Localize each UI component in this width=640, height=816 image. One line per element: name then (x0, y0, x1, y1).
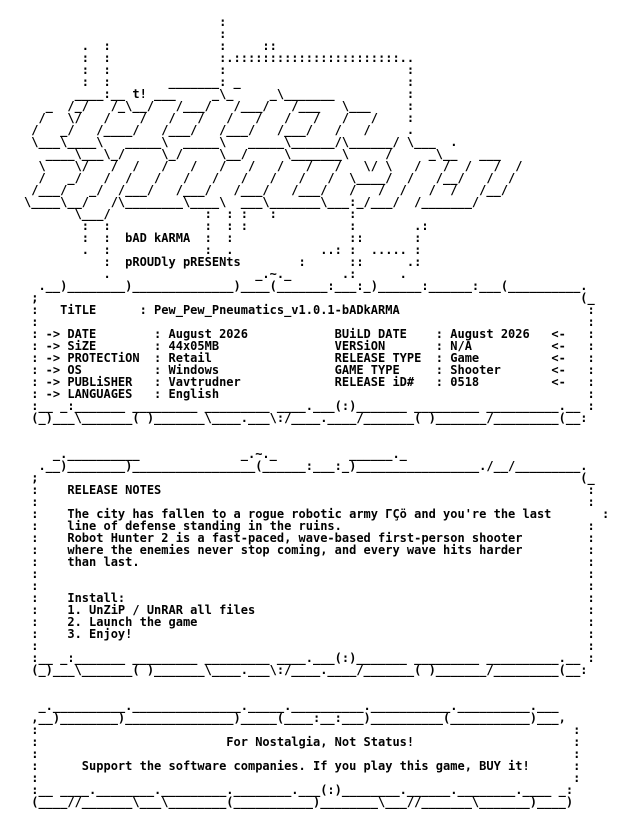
nfo-art-document: : : . : : :: : : :.:::::::::::::::::::::… (24, 15, 610, 809)
